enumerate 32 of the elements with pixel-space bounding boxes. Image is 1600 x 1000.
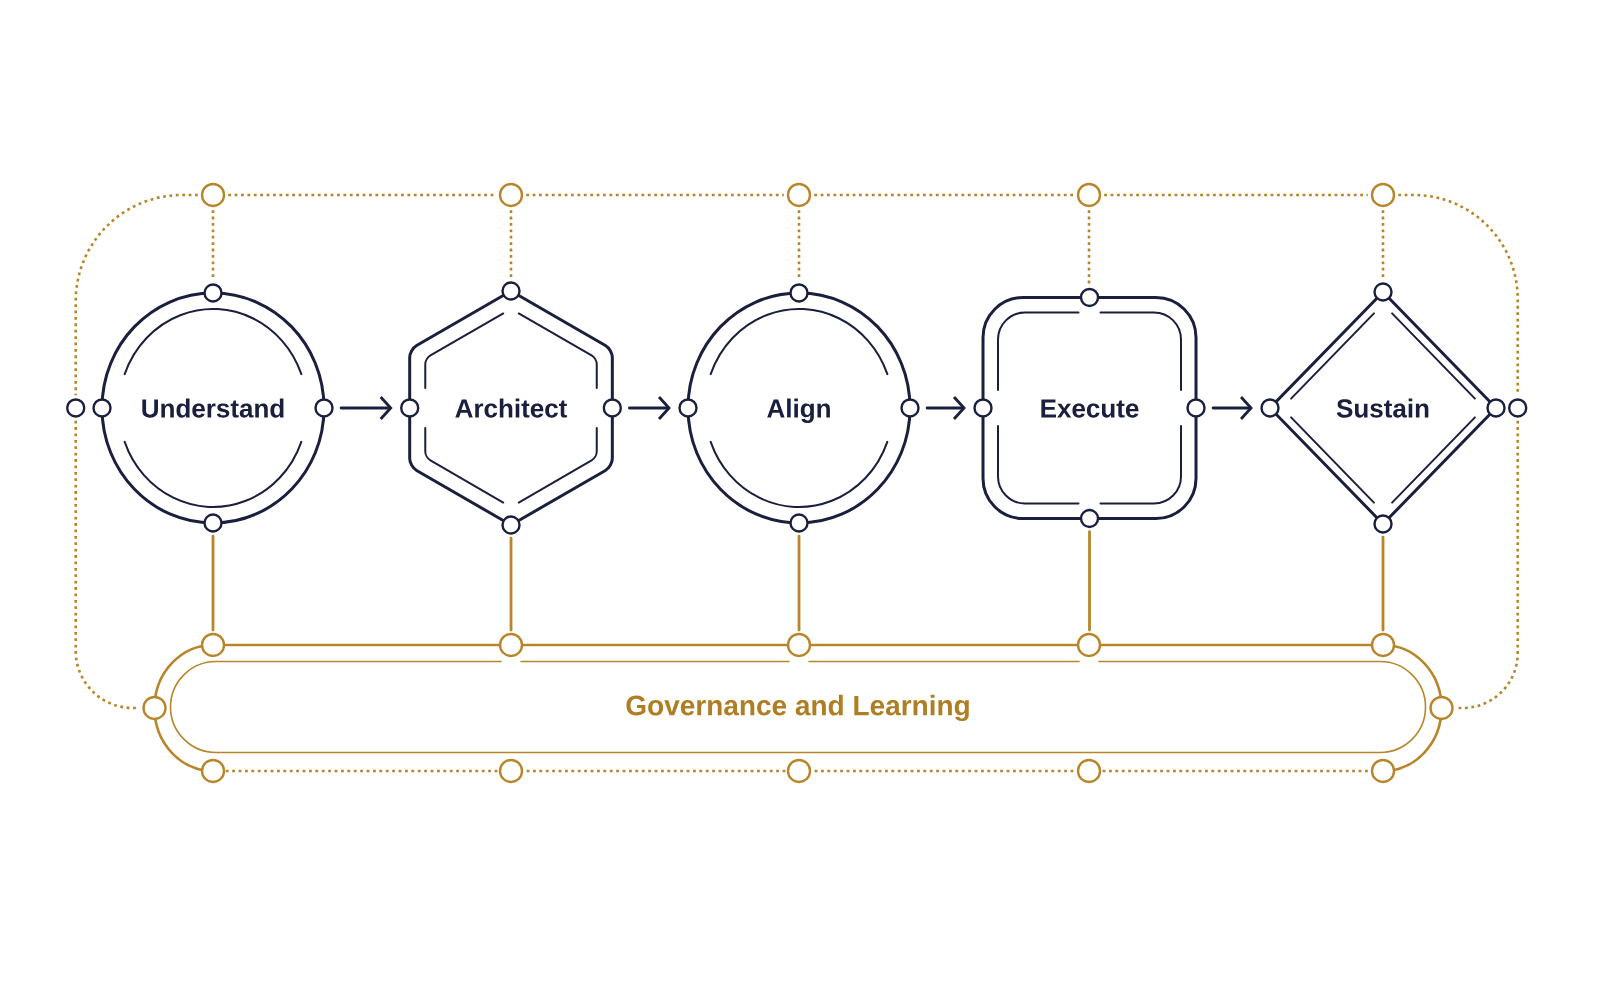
terminal-circle [66,398,86,418]
connector-line [1088,530,1091,632]
arrow [925,396,966,420]
dotted-line [211,210,215,280]
dotted-line [1104,193,1368,197]
node-label: Governance and Learning [626,694,969,722]
dotted-line [509,210,513,278]
connector-line [797,534,801,632]
terminal-circle [1508,398,1528,418]
connector-line [211,534,215,632]
dotted-line [1381,210,1385,279]
process-rounded-square: Execute [973,287,1206,529]
dotted-line [1087,210,1091,285]
junction-circle [786,182,812,208]
dotted-line [526,193,784,197]
arrow [339,396,393,420]
connector-line [1381,535,1385,632]
junction-circle [200,182,226,208]
rounded-band: Governance and Learning [142,632,1454,784]
dotted-line [228,193,496,197]
dotted-line [797,210,801,280]
arrow [1211,396,1253,420]
dotted-line [814,193,1074,197]
arrow [628,396,671,420]
dotted-line [1456,420,1519,710]
dotted-line [74,193,198,396]
junction-circle [498,182,524,208]
process-hexagon: Architect [400,281,622,535]
junction-circle [1370,182,1396,208]
dotted-line [74,420,140,710]
junction-circle [1076,182,1102,208]
connector-line [509,536,513,632]
